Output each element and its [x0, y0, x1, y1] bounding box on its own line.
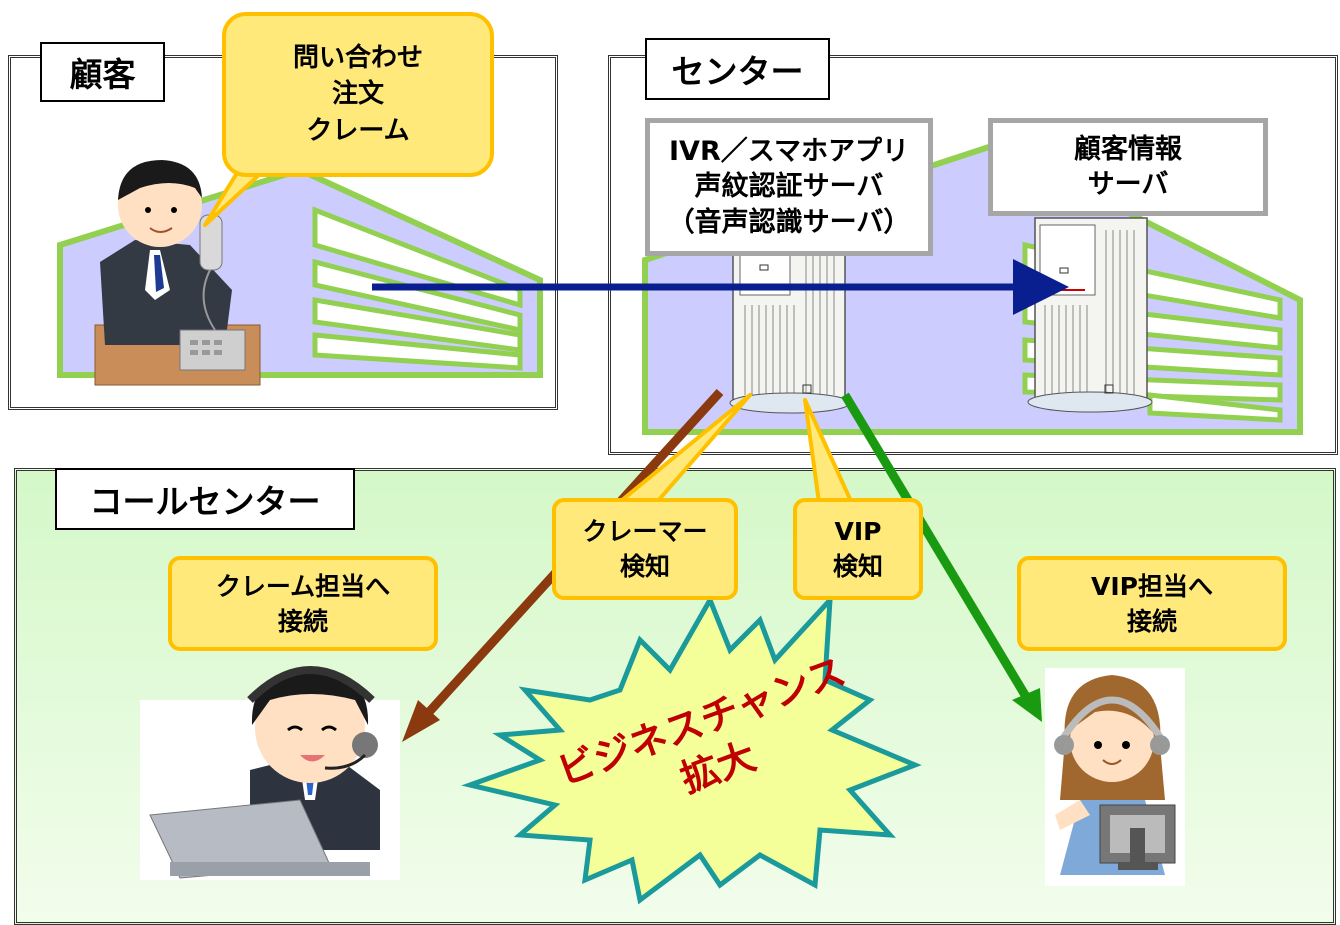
- vip-operator-illustration: [1045, 668, 1185, 886]
- customer-speech-bubble: 問い合わせ 注文 クレーム: [222, 12, 494, 177]
- ivr-server-label: IVR／スマホアプリ 声紋認証サーバ （音声認識サーバ）: [645, 118, 933, 256]
- claim-connect-box: クレーム担当へ 接続: [168, 556, 438, 651]
- center-label: センター: [645, 38, 830, 100]
- callcenter-label: コールセンター: [55, 468, 355, 530]
- business-chance-burst: [461, 593, 922, 905]
- flow-arrow-green: [841, 392, 1042, 722]
- customer-label: 顧客: [40, 42, 165, 102]
- customer-person-illustration: [94, 160, 261, 386]
- customer-info-server-label: 顧客情報 サーバ: [988, 118, 1268, 216]
- vip-detect-box: VIP 検知: [793, 498, 923, 600]
- customer-info-server-graphic: [1027, 217, 1153, 413]
- claimer-detect-box: クレーマー 検知: [552, 498, 738, 600]
- claim-operator-illustration: [140, 666, 400, 880]
- ivr-server-graphic: [729, 239, 851, 414]
- vip-connect-box: VIP担当へ 接続: [1017, 556, 1287, 651]
